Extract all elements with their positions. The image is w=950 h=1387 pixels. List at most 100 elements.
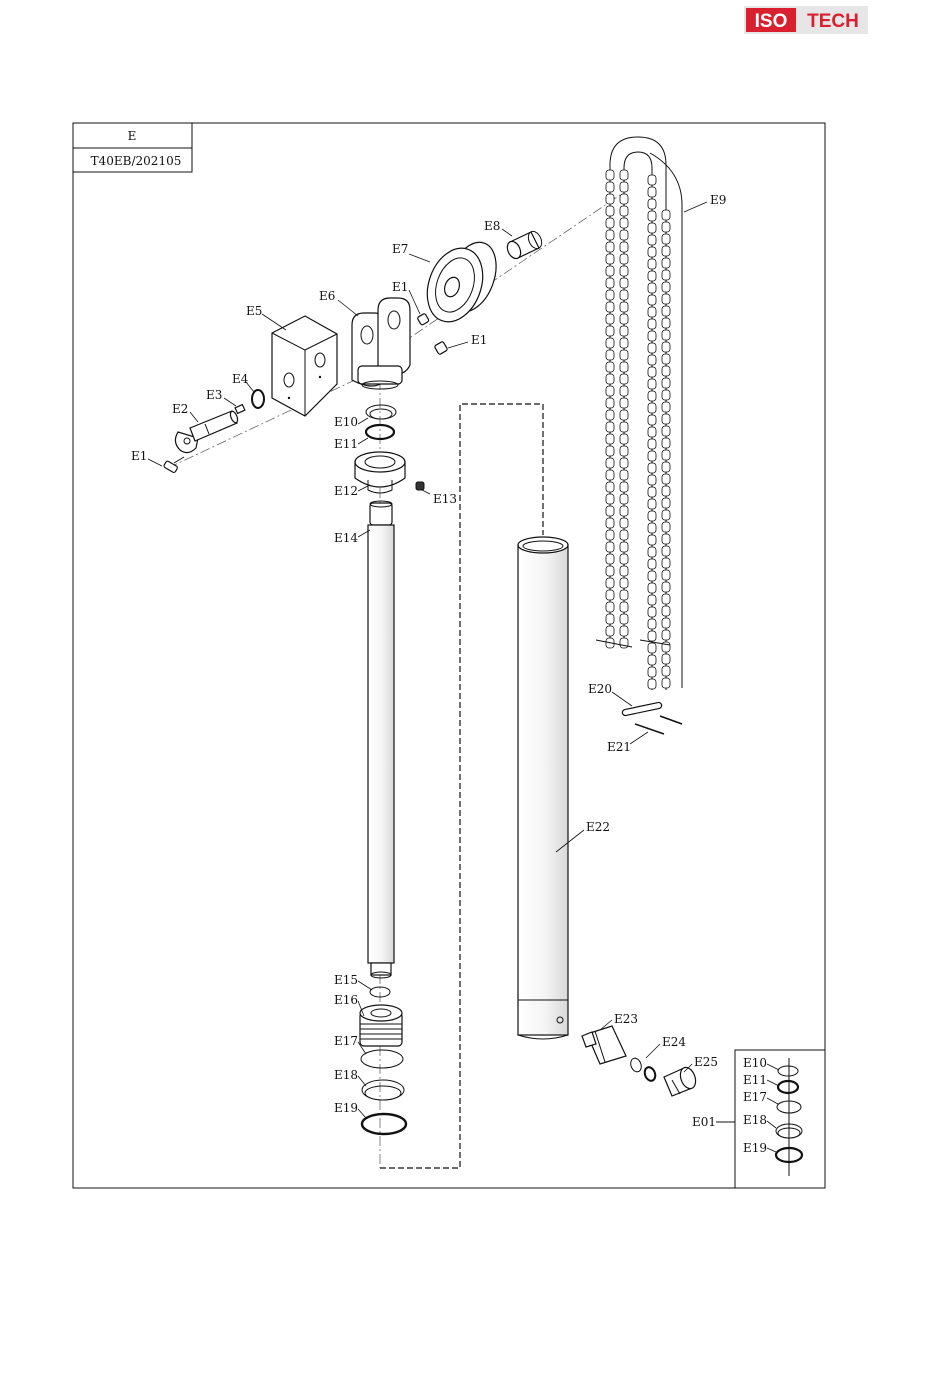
cylinder-tube-e22	[518, 537, 568, 1039]
seal-e18	[362, 1080, 404, 1100]
chain-link	[620, 170, 628, 180]
chain-link	[606, 626, 614, 636]
chain-link	[606, 386, 614, 396]
chain-link	[648, 319, 656, 329]
chain-link	[662, 222, 670, 232]
washer-e4	[252, 390, 264, 408]
chain-link	[648, 271, 656, 281]
chain-link	[606, 194, 614, 204]
label-e9: E9	[710, 193, 726, 207]
chain-link	[620, 518, 628, 528]
chain-link	[620, 602, 628, 612]
section-letter: E	[128, 129, 137, 143]
chain-link	[662, 570, 670, 580]
chain-link	[662, 618, 670, 628]
seal-e19	[362, 1114, 406, 1134]
chain-link	[620, 314, 628, 324]
header-table: E T40EB/202105	[73, 123, 192, 172]
label-e21: E21	[607, 740, 631, 754]
chain-link	[648, 331, 656, 341]
chain-link	[620, 470, 628, 480]
chain-link	[606, 326, 614, 336]
chain-link	[648, 475, 656, 485]
chain-link	[606, 506, 614, 516]
chain-link	[620, 374, 628, 384]
part-labels: E1 E2 E3 E4 E5 E6 E7 E1 E1 E8 E9 E10 E11…	[131, 193, 767, 1155]
chain-link	[620, 278, 628, 288]
chain-link	[620, 302, 628, 312]
chain-link	[662, 522, 670, 532]
bushing-e8	[505, 229, 544, 260]
chain-link	[606, 566, 614, 576]
label-e25: E25	[694, 1055, 718, 1069]
chain-link	[648, 283, 656, 293]
chain-link	[620, 290, 628, 300]
chain-link	[648, 355, 656, 365]
label-e19: E19	[334, 1101, 358, 1115]
label-e20: E20	[588, 682, 612, 696]
chain-link	[620, 554, 628, 564]
chain-link	[606, 530, 614, 540]
chain-link	[606, 278, 614, 288]
chain-link	[662, 498, 670, 508]
seal-e10	[366, 405, 396, 419]
chain-link	[662, 234, 670, 244]
chain-link	[648, 175, 656, 185]
label-e4: E4	[232, 372, 249, 386]
chain-link	[606, 254, 614, 264]
chain-link	[620, 194, 628, 204]
label-e1-lower: E1	[471, 333, 487, 347]
chain-link	[620, 542, 628, 552]
chain-link	[648, 343, 656, 353]
chain-link	[606, 242, 614, 252]
kit-seal-e11	[778, 1081, 798, 1093]
chain-link	[648, 235, 656, 245]
chain-link	[648, 631, 656, 641]
chain-link	[648, 259, 656, 269]
chain-link	[606, 578, 614, 588]
chain-link	[620, 206, 628, 216]
chain-link	[662, 582, 670, 592]
chain-link	[662, 474, 670, 484]
chain-link	[648, 523, 656, 533]
label-e7: E7	[392, 242, 408, 256]
washer-e24	[629, 1057, 657, 1083]
chain-link	[648, 583, 656, 593]
chain-link	[606, 410, 614, 420]
chain-link	[606, 182, 614, 192]
chain-link	[606, 350, 614, 360]
chain-link	[606, 218, 614, 228]
label-e3: E3	[206, 388, 222, 402]
chain-link	[648, 619, 656, 629]
chain-link	[662, 378, 670, 388]
chain-link	[606, 470, 614, 480]
chain-link	[662, 330, 670, 340]
chain-link	[606, 614, 614, 624]
chain-link	[620, 566, 628, 576]
chain-link	[648, 607, 656, 617]
chain-link	[620, 482, 628, 492]
kit-box	[716, 1050, 825, 1188]
chain-link	[662, 450, 670, 460]
label-e17: E17	[334, 1034, 358, 1048]
chain-link	[648, 187, 656, 197]
label-e13: E13	[433, 492, 457, 506]
chain-link	[606, 290, 614, 300]
chain-link	[662, 426, 670, 436]
bracket-cover-e5	[272, 316, 337, 416]
chain-link	[620, 326, 628, 336]
chain-link	[606, 314, 614, 324]
chain-link	[662, 558, 670, 568]
chain-link	[620, 182, 628, 192]
chain-link	[662, 414, 670, 424]
label-e15: E15	[334, 973, 358, 987]
label-e24: E24	[662, 1035, 686, 1049]
chain-link	[662, 486, 670, 496]
chain-link	[620, 590, 628, 600]
chain-link	[606, 446, 614, 456]
chain-link	[620, 398, 628, 408]
chain-link	[620, 218, 628, 228]
chain-link	[648, 451, 656, 461]
bolt-e1-lower	[434, 341, 448, 355]
label-e16: E16	[334, 993, 358, 1007]
